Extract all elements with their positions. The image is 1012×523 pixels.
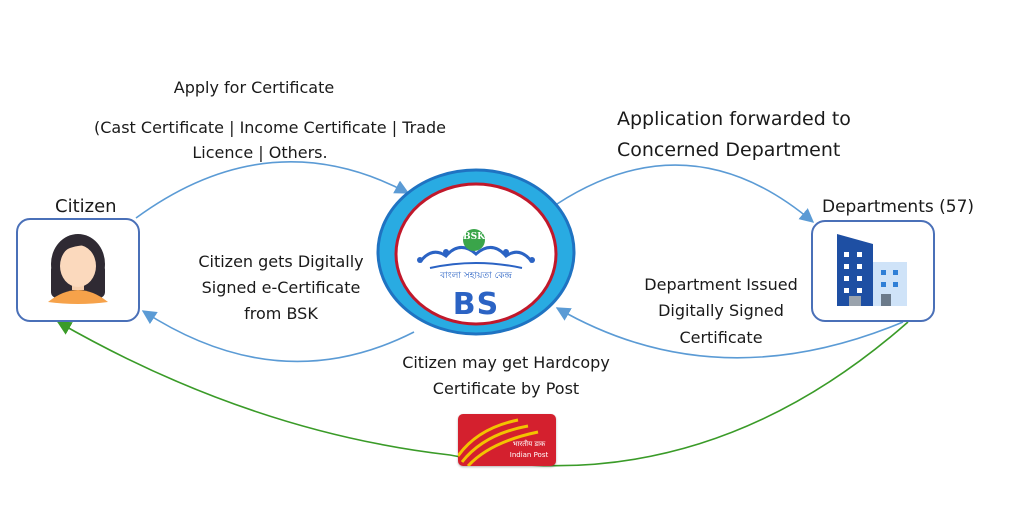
- post-hindi-text: भारतीय डाक: [512, 440, 546, 448]
- citizen-label: Citizen: [55, 196, 117, 217]
- apply-title: Apply for Certificate: [173, 78, 335, 97]
- woman-avatar-icon: [48, 234, 108, 304]
- citizen-gets-line3: from BSK: [244, 304, 318, 323]
- post-stripes: [458, 418, 539, 466]
- bsk-badge-text: BSK: [463, 232, 485, 242]
- citizen-gets-line1: Citizen gets Digitally: [198, 252, 364, 271]
- bsk-initials: BS: [452, 287, 500, 322]
- apply-types-line2: Licence | Others.: [192, 143, 328, 162]
- apply-types-line1: (Cast Certificate | Income Certificate |…: [93, 118, 447, 137]
- arrow-departments-to-bsk: [555, 307, 904, 359]
- dept-issued-line3: Certificate: [679, 328, 763, 347]
- hardcopy-line2: Certificate by Post: [432, 379, 580, 398]
- arrow-citizen-to-bsk: [135, 161, 410, 219]
- hardcopy-line1: Citizen may get Hardcopy: [402, 353, 610, 372]
- office-building-icon: [837, 234, 907, 306]
- forward-line1: Application forwarded to: [617, 108, 851, 130]
- arrow-bsk-to-departments: [556, 164, 815, 223]
- citizen-gets-line2: Signed e-Certificate: [201, 278, 361, 297]
- forward-line2: Concerned Department: [617, 139, 841, 161]
- dept-issued-line1: Department Issued: [644, 275, 798, 294]
- arrow-bsk-to-citizen: [141, 310, 415, 363]
- dept-issued-line2: Digitally Signed: [658, 301, 784, 320]
- post-english-text: Indian Post: [509, 451, 549, 459]
- departments-box: [811, 220, 935, 322]
- citizen-box: [16, 218, 140, 322]
- departments-label: Departments (57): [822, 197, 975, 217]
- arrow-post-to-citizen: [56, 321, 909, 467]
- bsk-script-text: বাংলা সহায়তা কেন্দ্র: [440, 271, 512, 281]
- indian-post-logo-icon: भारतीय डाक Indian Post: [458, 414, 556, 466]
